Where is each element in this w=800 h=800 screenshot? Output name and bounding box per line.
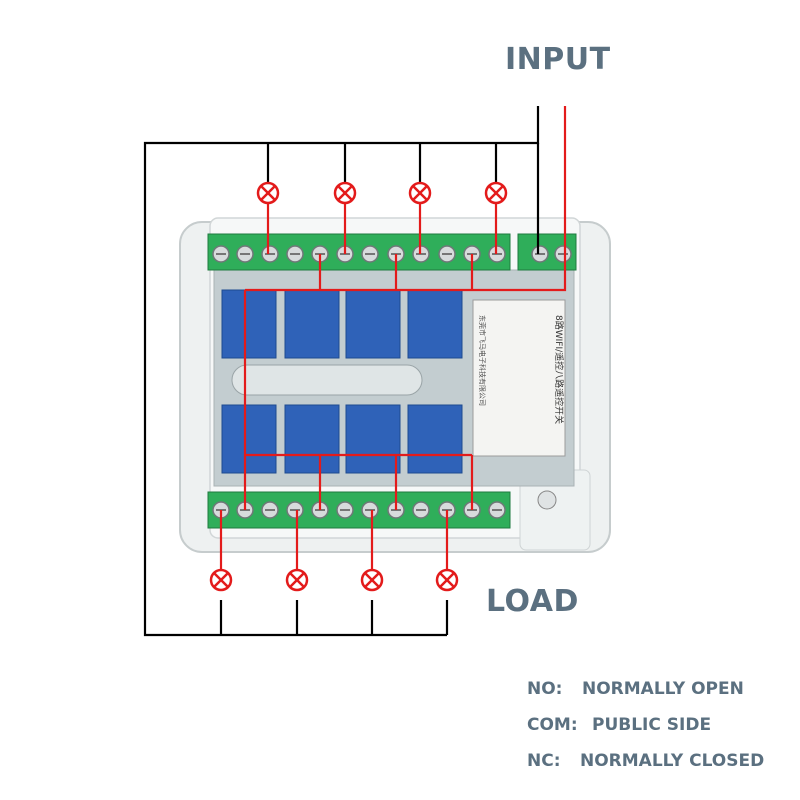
relay (345, 289, 401, 359)
relay-bank-bottom (221, 404, 463, 474)
lamp-icon (484, 181, 508, 205)
load-label: LOAD (486, 584, 579, 619)
lamp-cross (412, 185, 428, 201)
lamp-icon (435, 568, 459, 592)
lamp-icon (408, 181, 432, 205)
learn-button (537, 490, 557, 510)
legend-key: NO: (527, 679, 563, 699)
legend-value: NORMALLY CLOSED (580, 751, 765, 771)
lamp-icon (209, 568, 233, 592)
legend-key: COM: (527, 715, 578, 735)
terminal-block-bottom (207, 491, 511, 529)
lamp-cross (439, 572, 455, 588)
lamp-icon (285, 568, 309, 592)
antenna-slot (231, 364, 423, 396)
lamp-icon (333, 181, 357, 205)
relay (221, 289, 277, 359)
lamp-cross (488, 185, 504, 201)
input-screws (531, 245, 572, 263)
legend-key: NC: (527, 751, 561, 771)
relay-bank-top (221, 289, 463, 359)
lamp-cross (289, 572, 305, 588)
live-input (245, 106, 567, 292)
lamp-cross (213, 572, 229, 588)
terminal-housing (207, 233, 511, 271)
wires (143, 106, 567, 637)
relay (284, 289, 340, 359)
relay (221, 404, 277, 474)
lamps (209, 181, 508, 592)
input-label: INPUT (505, 42, 611, 77)
relay (345, 404, 401, 474)
legend-value: NORMALLY OPEN (582, 679, 744, 699)
lamp-cross (337, 185, 353, 201)
lamp-icon (360, 568, 384, 592)
terminal-block-top (207, 233, 511, 271)
lamp-cross (364, 572, 380, 588)
neutral-bus (143, 106, 540, 637)
terminal-housing (207, 491, 511, 529)
lamp-cross (260, 185, 276, 201)
product-label-line2: 东莞市飞马电子科技有限公司 (478, 315, 487, 406)
legend-value: PUBLIC SIDE (592, 715, 712, 735)
product-label: 8路WIFI/遥控八路遥控开关 东莞市飞马电子科技有限公司 (472, 299, 566, 457)
relay (407, 289, 463, 359)
relay (407, 404, 463, 474)
product-label-line1: 8路WIFI/遥控八路遥控开关 (553, 315, 565, 424)
relay (284, 404, 340, 474)
lamp-icon (256, 181, 280, 205)
